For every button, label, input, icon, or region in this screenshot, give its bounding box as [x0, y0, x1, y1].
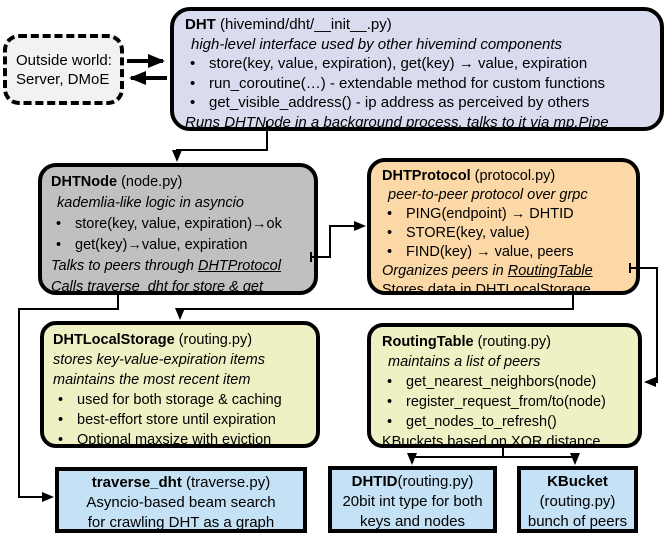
dhtprotocol-bullet-3: FIND(key) → value, peers: [382, 243, 632, 262]
outside-world-box: Outside world: Server, DMoE: [3, 34, 124, 105]
dhtprotocol-box: DHTProtocol (protocol.py) peer-to-peer p…: [367, 158, 640, 295]
dhtprotocol-footer2-pre: Stores data in DHT: [382, 282, 506, 295]
routingtable-box: RoutingTable (routing.py) maintains a li…: [367, 323, 642, 448]
dhtnode-footer-2: Calls traverse_dht for store & get: [51, 277, 310, 295]
routingtable-subtitle: maintains a list of peers: [388, 354, 541, 370]
dhtlocalstorage-file: (routing.py): [174, 332, 253, 348]
dhtnode-title: DHTNode (node.py): [51, 172, 310, 193]
dht-bullet-3: get_visible_address() - ip address as pe…: [185, 93, 654, 113]
dhtnode-file: (node.py): [117, 174, 183, 190]
dhtnode-subtitle: kademlia-like logic in asyncio: [57, 195, 244, 211]
dhtid-line2: keys and nodes: [359, 513, 466, 530]
dhtid-line1: 20bit int type for both: [342, 493, 483, 510]
traverse-dht-box: traverse_dht (traverse.py) Asyncio-based…: [55, 467, 307, 533]
dhtid-box: DHTID(routing.py) 20bit int type for bot…: [328, 466, 497, 533]
dhtprotocol-link-localstorage: LocalStorage: [505, 282, 591, 295]
dhtnode-bullet-1: store(key, value, expiration)→ok: [51, 214, 310, 235]
dht-bullet-2: run_coroutine(…) - extendable method for…: [185, 74, 654, 94]
dhtlocalstorage-name: DHTLocalStorage: [53, 332, 175, 348]
kbucket-box: KBucket (routing.py) bunch of peers: [517, 466, 638, 533]
routingtable-footer: KBuckets based on XOR distance: [382, 434, 601, 448]
connector-routingtable-to-kbucket: [503, 453, 580, 465]
dhtid-name: DHTID: [351, 473, 398, 490]
dhtprotocol-bullet-2: STORE(key, value): [382, 224, 632, 243]
dhtlocalstorage-subtitle-1: stores key-value-expiration items: [53, 352, 265, 368]
dhtnode-name: DHTNode: [51, 174, 118, 190]
dhtlocalstorage-title: DHTLocalStorage (routing.py): [53, 330, 312, 350]
routingtable-bullet-3: get_nodes_to_refresh(): [382, 412, 634, 432]
dhtprotocol-subtitle: peer-to-peer protocol over grpc: [388, 187, 588, 203]
traverse-file: (traverse.py): [181, 474, 271, 491]
dht-subtitle: high-level interface used by other hivem…: [191, 35, 563, 53]
routingtable-bullet-2: register_request_from/to(node): [382, 392, 634, 412]
dhtprotocol-name: DHTProtocol: [382, 168, 471, 184]
dhtprotocol-title: DHTProtocol (protocol.py): [382, 167, 632, 186]
connector-routingtable-to-dhtid: [407, 448, 504, 465]
dhtnode-link-traversedht: traverse_dht: [87, 279, 168, 295]
dhtprotocol-link-routingtable: RoutingTable: [507, 263, 593, 279]
dhtnode-link-dhtprotocol: DHTProtocol: [197, 258, 281, 274]
dhtnode-bullet-2: get(key)→value, expiration: [51, 235, 310, 256]
dhtid-file: (routing.py): [397, 473, 474, 490]
dhtid-title: DHTID(routing.py): [332, 472, 493, 492]
dhtlocalstorage-box: DHTLocalStorage (routing.py) stores key-…: [40, 321, 320, 448]
dhtnode-footer1-pre: Talks to peers through: [51, 258, 198, 274]
routingtable-bullet-1: get_nearest_neighbors(node): [382, 372, 634, 392]
routingtable-name: RoutingTable: [382, 334, 474, 350]
dhtprotocol-file: (protocol.py): [470, 168, 556, 184]
kbucket-name: KBucket: [547, 473, 608, 490]
dht-file: (hivemind/dht/__init__.py): [215, 16, 392, 33]
kbucket-file: (routing.py): [539, 493, 616, 510]
connector-dhtnode-to-dhtprotocol: [311, 221, 366, 258]
dhtlocalstorage-bullet-1: used for both storage & caching: [53, 390, 312, 410]
dhtnode-footer-1: Talks to peers through DHTProtocol: [51, 256, 310, 277]
routingtable-title: RoutingTable (routing.py): [382, 332, 634, 352]
dhtnode-footer2-post: for store & get: [167, 279, 263, 295]
dhtnode-box: DHTNode (node.py) kademlia-like logic in…: [38, 163, 318, 295]
traverse-line2: for crawling DHT as a graph: [87, 514, 275, 531]
dht-title: DHT (hivemind/dht/__init__.py): [185, 15, 654, 35]
dhtlocalstorage-subtitle-2: maintains the most recent item: [53, 372, 251, 388]
dhtprotocol-footer1-pre: Organizes peers in: [382, 263, 508, 279]
kbucket-line1: bunch of peers: [527, 513, 628, 530]
dhtlocalstorage-bullet-3: Optional maxsize with eviction: [53, 430, 312, 444]
dhtnode-footer2-pre: Calls: [51, 279, 88, 295]
traverse-line1: Asyncio-based beam search: [86, 494, 276, 511]
outside-world-line2: Server, DMoE: [16, 70, 110, 88]
connector-dhtprotocol-to-dhtlocalstorage: [175, 293, 574, 320]
dhtprotocol-footer-1: Organizes peers in RoutingTable: [382, 262, 632, 281]
dht-bullet-1: store(key, value, expiration), get(key) …: [185, 54, 654, 74]
traverse-name: traverse_dht: [91, 474, 182, 491]
dhtprotocol-footer-2: Stores data in DHTLocalStorage: [382, 281, 632, 295]
traverse-title: traverse_dht (traverse.py): [59, 473, 303, 493]
dht-footer-link-dhtnode: DHTNode: [224, 113, 291, 131]
dht-footer-pre: Runs: [185, 113, 225, 131]
dhtlocalstorage-bullet-2: best-effort store until expiration: [53, 410, 312, 430]
routingtable-file: (routing.py): [473, 334, 551, 350]
dht-box: DHT (hivemind/dht/__init__.py) high-leve…: [170, 7, 664, 131]
dht-footer: Runs DHTNode in a background process, ta…: [185, 113, 654, 131]
dhtprotocol-bullet-1: PING(endpoint) → DHTID: [382, 205, 632, 224]
dht-footer-post: in a background process, talks to it via…: [290, 113, 609, 131]
dht-name: DHT: [185, 16, 216, 33]
outside-world-line1: Outside world:: [16, 51, 112, 69]
